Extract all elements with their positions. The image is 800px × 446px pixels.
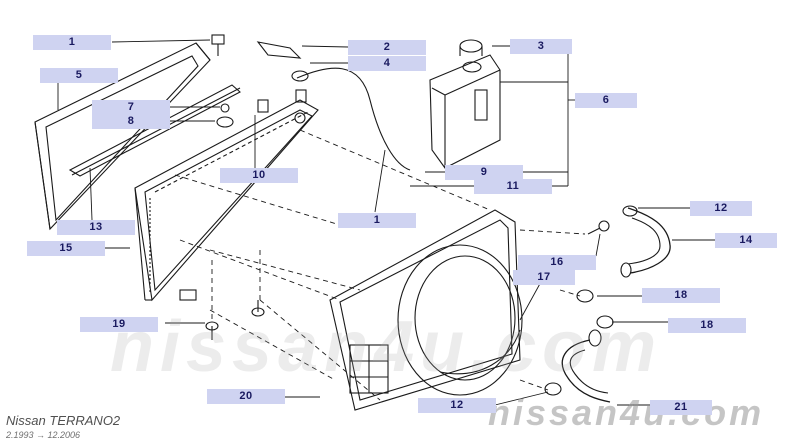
callout-13[interactable]: 13 — [57, 220, 135, 235]
callout-10[interactable]: 10 — [220, 168, 298, 183]
upper-hose — [627, 207, 671, 274]
callout-2[interactable]: 2 — [348, 40, 426, 55]
bracket — [256, 41, 302, 59]
rubber-strip — [68, 84, 241, 177]
screw — [587, 220, 610, 235]
radiator — [134, 89, 319, 302]
grommet — [291, 70, 309, 82]
callout-18-lower[interactable]: 18 — [668, 318, 746, 333]
reservoir-tank — [429, 39, 501, 169]
callout-1[interactable]: 1 — [33, 35, 111, 50]
clip — [220, 103, 230, 113]
bolt — [211, 34, 225, 56]
vehicle-make: Nissan — [6, 413, 46, 428]
callout-12-top[interactable]: 12 — [690, 201, 752, 216]
production-years: 2.1993 → 12.2006 — [6, 430, 81, 440]
overflow-hose — [296, 67, 411, 171]
callout-14[interactable]: 14 — [715, 233, 777, 248]
fan-shroud — [329, 209, 523, 411]
condenser-frame — [34, 42, 211, 231]
callout-15[interactable]: 15 — [27, 241, 105, 256]
vehicle-title: Nissan TERRANO2 — [6, 413, 120, 428]
mount-rubber — [216, 116, 234, 128]
leader-lines — [57, 39, 715, 406]
callout-20[interactable]: 20 — [207, 389, 285, 404]
callout-18-upper[interactable]: 18 — [642, 288, 720, 303]
callout-4[interactable]: 4 — [348, 56, 426, 71]
lower-hose — [561, 339, 611, 403]
watermark-small: nissan4u.com — [488, 392, 765, 433]
assembly-lines — [174, 129, 586, 401]
overflow-tube — [439, 329, 521, 375]
watermark-large: nissan4u.com — [110, 307, 663, 387]
callout-12-bottom[interactable]: 12 — [418, 398, 496, 413]
hose-clamp — [576, 289, 594, 303]
callout-17[interactable]: 17 — [513, 270, 575, 285]
vehicle-model: TERRANO2 — [49, 413, 121, 428]
callout-19[interactable]: 19 — [80, 317, 158, 332]
mount-feet — [205, 300, 265, 340]
callout-21[interactable]: 21 — [650, 400, 712, 415]
callout-1-hose[interactable]: 1 — [338, 213, 416, 228]
callout-6[interactable]: 6 — [575, 93, 637, 108]
callout-3[interactable]: 3 — [510, 39, 572, 54]
callout-8[interactable]: 8 — [92, 114, 170, 129]
callout-11[interactable]: 11 — [474, 179, 552, 194]
callout-16[interactable]: 16 — [518, 255, 596, 270]
callout-7[interactable]: 7 — [92, 100, 170, 115]
callout-9[interactable]: 9 — [445, 165, 523, 180]
callout-5[interactable]: 5 — [40, 68, 118, 83]
